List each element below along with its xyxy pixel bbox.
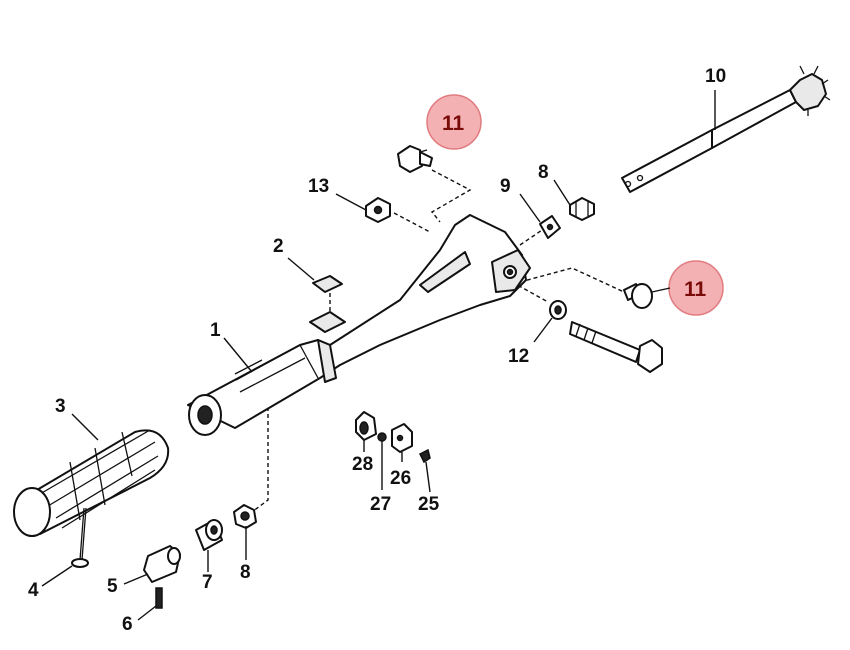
label-part-25: 25 [418, 494, 440, 515]
label-part-5: 5 [107, 576, 118, 597]
label-part-9: 9 [500, 176, 511, 197]
part-7-sleeve [195, 519, 223, 551]
part-1-tiller-arm [187, 214, 531, 436]
part-27-ball [377, 432, 387, 442]
part-12-washer [549, 300, 567, 320]
label-part-3: 3 [55, 396, 66, 417]
part-2-plate [312, 275, 343, 293]
part-28-cap [355, 411, 377, 441]
part-8-nut-lower [233, 504, 257, 529]
part-26-clip [391, 423, 413, 453]
part-13-nut [365, 197, 391, 223]
label-part-12: 12 [508, 346, 529, 367]
highlight-circle-11-top [426, 94, 482, 150]
part-4-screw [71, 507, 89, 568]
part-25-pin [418, 448, 431, 464]
label-part-26: 26 [390, 468, 411, 489]
label-part-8-upper: 8 [538, 162, 549, 183]
label-part-11-right: 11 [684, 278, 707, 301]
leader-lines [41, 90, 716, 621]
part-11-knob-right [623, 283, 653, 309]
part-labels: 1 2 3 4 5 6 7 8 8 9 10 12 13 25 26 27 28… [28, 66, 726, 635]
label-part-10: 10 [705, 66, 726, 87]
label-part-11-top: 11 [442, 112, 465, 135]
assembly-dashed-lines [251, 169, 625, 513]
part-6-screw [155, 587, 163, 609]
part-10-shaft [621, 65, 831, 193]
label-part-13: 13 [308, 176, 329, 197]
label-part-2: 2 [273, 236, 284, 257]
bolt [569, 321, 663, 373]
part-9-washer [539, 215, 561, 239]
label-part-7: 7 [202, 572, 213, 593]
part-8-nut-upper [569, 197, 595, 221]
label-part-27: 27 [370, 494, 391, 515]
label-part-4: 4 [28, 580, 39, 601]
part-3-grip [13, 429, 170, 537]
label-part-8-lower: 8 [240, 562, 251, 583]
part-11-knob-top [397, 145, 433, 173]
label-part-6: 6 [122, 614, 133, 635]
label-part-1: 1 [210, 320, 221, 341]
label-part-28: 28 [352, 454, 373, 475]
part-5-clamp [143, 545, 181, 583]
